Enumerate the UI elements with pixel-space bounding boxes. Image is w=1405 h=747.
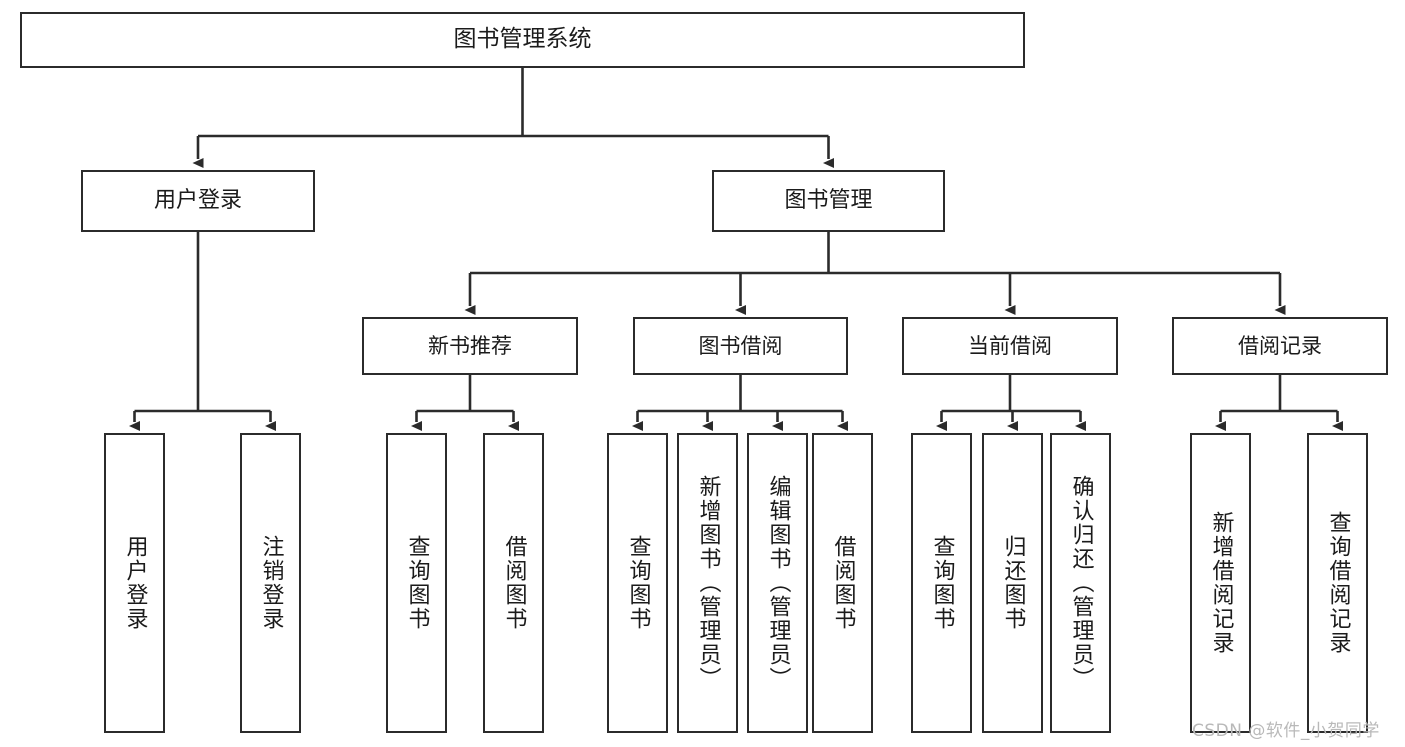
node-borrow-record[interactable]: 借阅记录 [1172, 317, 1388, 375]
node-leaf-add-book[interactable]: 新增图书（管理员） [677, 433, 738, 733]
node-leaf-borrow-book-1[interactable]: 借阅图书 [483, 433, 544, 733]
node-label: 注销登录 [258, 535, 284, 631]
node-leaf-query-book-1[interactable]: 查询图书 [386, 433, 447, 733]
node-label: 用户登录 [153, 188, 242, 214]
node-leaf-query-book-3[interactable]: 查询图书 [911, 433, 972, 733]
node-leaf-edit-book[interactable]: 编辑图书（管理员） [747, 433, 808, 733]
node-leaf-return-book[interactable]: 归还图书 [982, 433, 1043, 733]
node-label: 查询图书 [929, 535, 955, 631]
node-leaf-user-logout[interactable]: 注销登录 [240, 433, 301, 733]
node-label: 图书管理 [784, 188, 873, 214]
node-label: 查询借阅记录 [1325, 511, 1351, 655]
node-book-borrow[interactable]: 图书借阅 [633, 317, 848, 375]
node-label: 新增图书（管理员） [695, 475, 721, 691]
node-label: 新增借阅记录 [1208, 511, 1234, 655]
node-label: 确认归还（管理员） [1068, 475, 1094, 691]
node-new-book-rec[interactable]: 新书推荐 [362, 317, 578, 375]
node-leaf-add-record[interactable]: 新增借阅记录 [1190, 433, 1251, 733]
watermark-text: CSDN @软件_小贺同学 [1192, 721, 1380, 741]
node-leaf-confirm-return[interactable]: 确认归还（管理员） [1050, 433, 1111, 733]
node-label: 新书推荐 [428, 333, 512, 358]
node-label: 查询图书 [404, 535, 430, 631]
node-label: 借阅图书 [501, 535, 527, 631]
node-label: 当前借阅 [968, 333, 1052, 358]
node-label: 用户登录 [122, 535, 148, 631]
node-label: 借阅图书 [830, 535, 856, 631]
node-book-manage[interactable]: 图书管理 [712, 170, 945, 232]
node-root[interactable]: 图书管理系统 [20, 12, 1025, 68]
node-leaf-query-record[interactable]: 查询借阅记录 [1307, 433, 1368, 733]
node-user-login[interactable]: 用户登录 [81, 170, 315, 232]
node-leaf-borrow-book-2[interactable]: 借阅图书 [812, 433, 873, 733]
node-label: 图书管理系统 [453, 26, 592, 53]
node-label: 编辑图书（管理员） [765, 475, 791, 691]
node-label: 查询图书 [625, 535, 651, 631]
node-label: 归还图书 [1000, 535, 1026, 631]
node-label: 借阅记录 [1238, 333, 1322, 358]
node-leaf-query-book-2[interactable]: 查询图书 [607, 433, 668, 733]
node-label: 图书借阅 [698, 333, 783, 358]
node-current-borrow[interactable]: 当前借阅 [902, 317, 1118, 375]
node-leaf-user-login[interactable]: 用户登录 [104, 433, 165, 733]
